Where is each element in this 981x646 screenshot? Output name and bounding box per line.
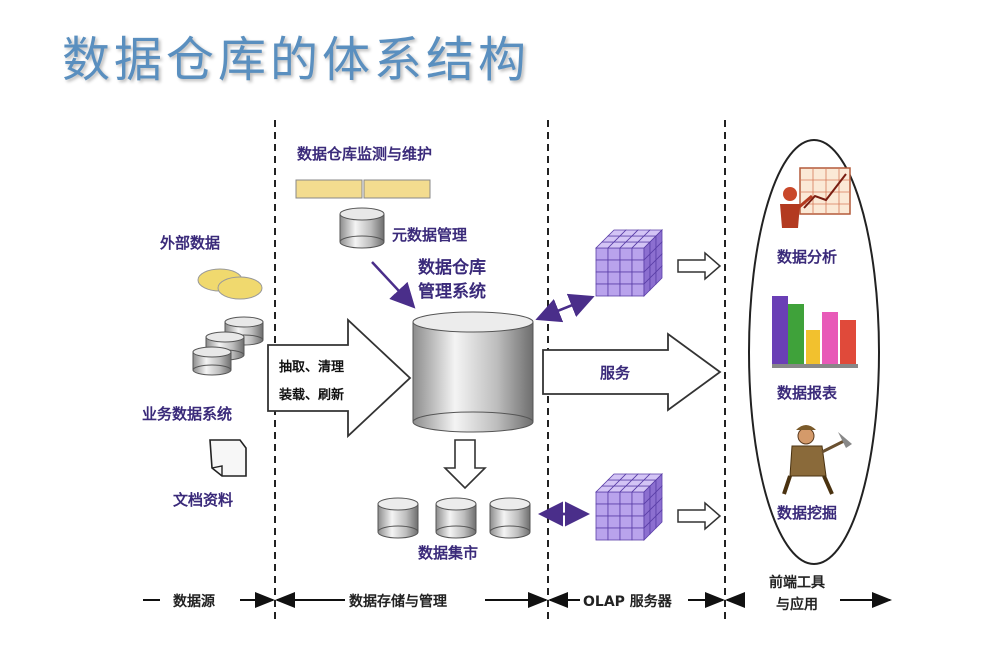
business-system-label: 业务数据系统 [142,405,233,423]
monitor-bars [295,179,431,199]
stage-source-label: 数据源 [170,591,218,611]
docs-label: 文档资料 [173,491,234,509]
stage-frontend-label: 前端工具 与应用 [769,575,825,613]
document-icon [209,439,247,477]
down-arrow [443,439,487,490]
etl-label-line1: 抽取、清理 [279,360,345,375]
report-icon [772,296,858,368]
metadata-arrow [371,261,416,309]
main-database-icon [412,311,534,433]
service-label: 服务 [600,364,631,382]
mining-icon [782,425,852,495]
small-arrow-bottom [677,501,722,531]
stage-olap-label: OLAP 服务器 [580,591,675,611]
external-data-icon [197,268,263,300]
stage-storage-label: 数据存储与管理 [346,591,450,611]
mining-label: 数据挖掘 [777,504,838,522]
datamart-label: 数据集市 [418,544,479,562]
service-arrow [542,332,722,412]
external-data-label: 外部数据 [160,234,221,252]
report-label: 数据报表 [777,384,838,402]
frontend-ellipse [748,139,880,565]
metadata-cylinder [339,207,385,249]
olap-links [535,293,595,527]
analysis-label: 数据分析 [777,248,838,266]
monitor-label: 数据仓库监测与维护 [297,145,433,163]
business-db-icon [192,316,264,376]
metadata-label: 元数据管理 [392,226,468,244]
small-arrow-top [677,251,722,281]
page-title: 数据仓库的体系结构 [62,32,531,88]
etl-arrow [267,317,412,439]
etl-label-line2: 装载、刷新 [279,388,345,403]
olap-cube-bottom [595,473,663,541]
analysis-icon [780,167,851,228]
dw-mgmt-label: 数据仓库 管理系统 [418,258,486,302]
datamart-icons [377,497,531,539]
olap-cube-top [595,229,663,297]
